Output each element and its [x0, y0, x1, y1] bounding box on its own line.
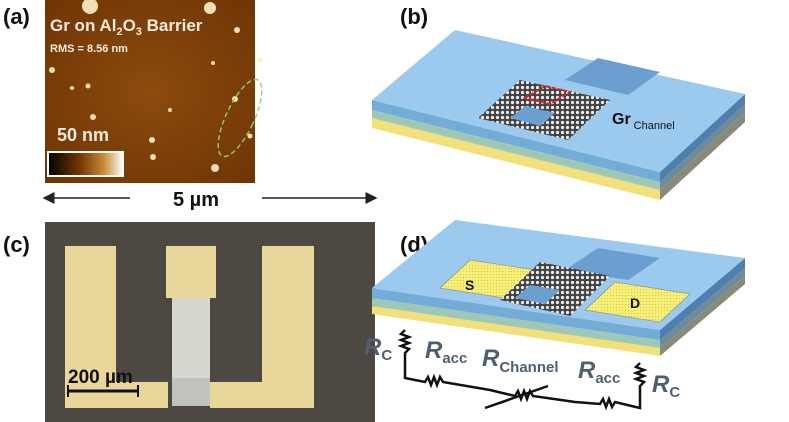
colorbar-label: 50 nm	[57, 125, 109, 145]
micrograph-scale-label: 200 µm	[68, 367, 133, 388]
rc-right-label: RC	[652, 371, 680, 401]
right-pad	[210, 246, 314, 408]
rms-value: RMS = 8.56 nm	[50, 43, 128, 55]
region-outline	[217, 78, 263, 158]
panel-c: (c) 200 µm	[3, 222, 375, 422]
equivalent-circuit: RC Racc RChannel Racc RC	[364, 329, 680, 411]
scale-label: 5 µm	[173, 189, 219, 211]
gate-dielectric	[510, 106, 555, 126]
afm-title: Gr on Al2O3 Barrier	[50, 16, 203, 38]
panel-a-label: (a)	[3, 4, 30, 29]
highlight-region	[522, 84, 573, 106]
graphene-channel-d	[500, 262, 610, 316]
channel-strip-bottom	[172, 378, 210, 406]
drain-pad	[584, 281, 691, 323]
drain-label: D	[630, 295, 640, 311]
variable-resistor-arrow	[484, 384, 549, 410]
graphene-channel	[478, 80, 610, 140]
panel-d: (d) S D RC Racc RChannel Racc RC	[364, 220, 745, 411]
rc-left-label: RC	[364, 334, 392, 364]
racc-left-label: Racc	[425, 337, 467, 367]
rchannel-label: RChannel	[482, 345, 559, 376]
source-label: S	[465, 277, 474, 293]
panel-c-label: (c)	[3, 232, 30, 257]
racc-right-label: Racc	[578, 357, 620, 387]
gate-dielectric-d	[515, 285, 560, 304]
panel-a: (a) Gr on Al2O3 Barrier RMS = 8.56 nm 50…	[3, 0, 378, 211]
colorbar	[47, 151, 124, 177]
electrode-pads	[65, 246, 314, 408]
left-pad	[65, 246, 168, 408]
top-gate-electrode	[565, 58, 660, 95]
top-pad	[166, 246, 216, 298]
panel-b-label: (b)	[400, 4, 428, 29]
